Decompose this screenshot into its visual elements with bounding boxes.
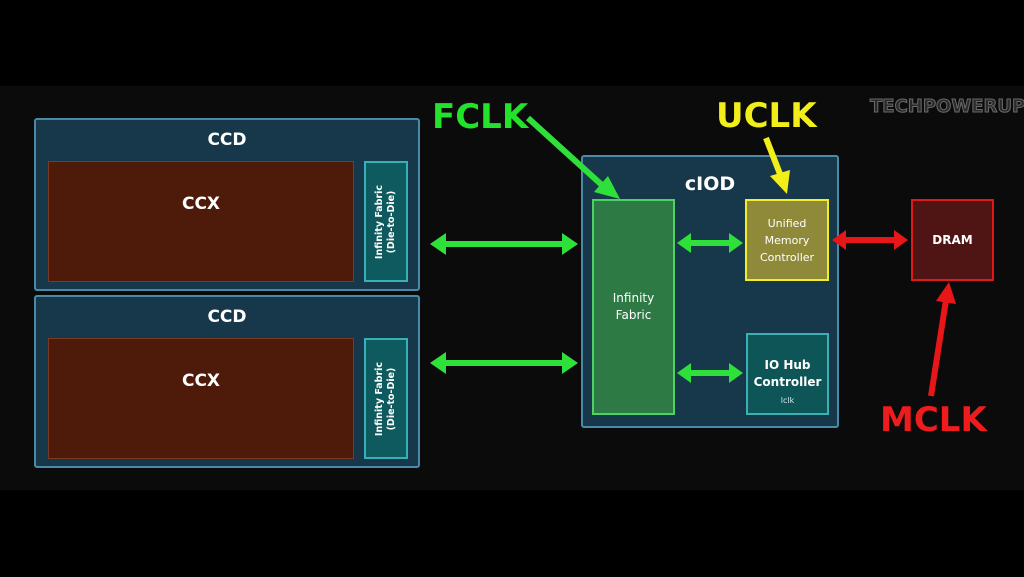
infinity-fabric: Infinity Fabric [592,199,675,415]
infinity-fabric-line2: Fabric [615,308,652,322]
ccx-top: CCX [48,161,354,282]
unified-memory-controller: Unified Memory Controller [745,199,829,281]
ccd-top: CCD CCX Infinity Fabric (Die-to-Die) [34,118,420,291]
infinity-fabric-die-to-die-bottom: Infinity Fabric (Die-to-Die) [364,338,408,459]
umc-line1: Unified [767,216,807,230]
ccx-bottom: CCX [48,338,354,459]
mclk-pointer-arrow [928,282,956,397]
arrow-ccd-top-to-ciod [430,233,578,255]
mclk-label: MCLK [880,400,987,440]
techpowerup-logo: TECHPOWERUP [869,96,1024,118]
ccd-bottom-title: CCD [207,307,247,327]
ccx-top-label: CCX [181,193,221,214]
arrow-umc-to-dram [832,230,908,250]
uclk-label: UCLK [716,96,817,136]
infinity-fabric-line1: Infinity [612,291,655,305]
dram: DRAM [911,199,994,281]
arrow-fabric-to-umc [677,233,743,253]
arrow-fabric-to-iohub [677,363,743,383]
ciod-title: cIOD [684,173,736,195]
infinity-fabric-die-to-die-top: Infinity Fabric (Die-to-Die) [364,161,408,282]
ccd-top-title: CCD [207,130,247,150]
ccx-bottom-label: CCX [181,370,221,391]
fclk-pointer-arrow [525,115,620,199]
dram-label: DRAM [932,233,973,247]
io-hub-line1: IO Hub [764,358,811,372]
uclk-pointer-arrow [763,136,790,194]
arrow-ccd-bottom-to-ciod [430,352,578,374]
io-hub-line2: Controller [753,375,822,389]
io-hub-controller: IO Hub Controller lclk [746,333,829,415]
umc-line2: Memory [764,233,810,247]
fclk-label: FCLK [432,97,529,137]
umc-line3: Controller [759,250,815,264]
ccd-bottom: CCD CCX Infinity Fabric (Die-to-Die) [34,295,420,468]
io-hub-clock-label: lclk [780,396,795,405]
